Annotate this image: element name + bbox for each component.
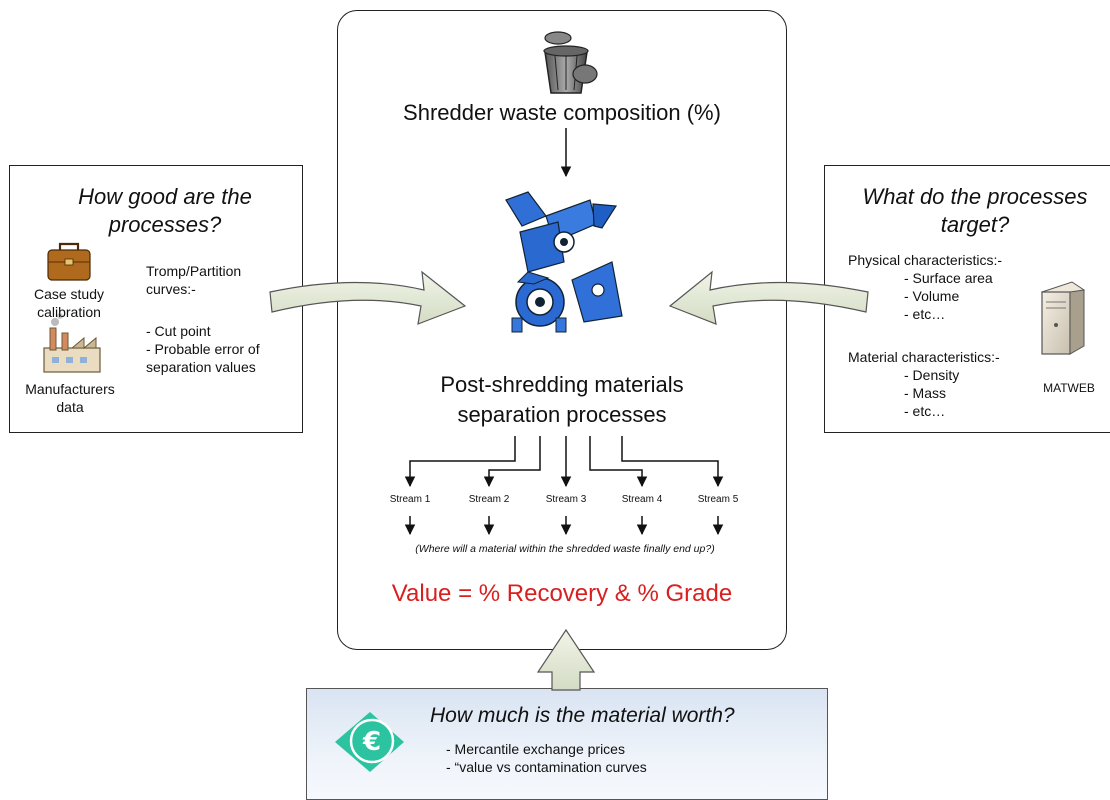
factory-icon bbox=[43, 313, 101, 373]
shredder-machine-icon bbox=[505, 191, 623, 333]
stream-label-5: Stream 5 bbox=[697, 494, 739, 505]
bullet-probable-error: - Probable error of bbox=[146, 341, 260, 357]
tromp-bullets: - Cut point - Probable error of separati… bbox=[146, 322, 296, 376]
material-characteristics: Material characteristics:- - Density - M… bbox=[848, 348, 1048, 420]
right-title-line1: What do the processes bbox=[862, 184, 1088, 209]
composition-title: Shredder waste composition (%) bbox=[403, 100, 721, 125]
stream-label-2: Stream 2 bbox=[468, 494, 510, 505]
server-label: MATWEB bbox=[1043, 381, 1095, 395]
right-title-line2: target? bbox=[940, 212, 1010, 237]
tromp-curves-label: Tromp/Partition curves:- bbox=[146, 262, 296, 298]
manufacturers-label-line1: Manufacturers bbox=[25, 381, 115, 397]
value-formula: Value = % Recovery & % Grade bbox=[391, 580, 733, 607]
stream-connectors bbox=[404, 436, 724, 536]
stream-label-4: Stream 4 bbox=[621, 494, 663, 505]
manufacturers-label-line2: data bbox=[56, 399, 84, 415]
trash-can-icon bbox=[543, 31, 598, 94]
server-icon bbox=[1040, 281, 1086, 355]
case-study-label-line2: calibration bbox=[37, 304, 101, 320]
physical-heading: Physical characteristics:- bbox=[848, 252, 1003, 268]
manufacturers-label: Manufacturers data bbox=[18, 380, 122, 416]
tromp-curves-line2: curves:- bbox=[146, 281, 196, 297]
right-curved-arrow bbox=[668, 270, 869, 325]
stream-label-3: Stream 3 bbox=[545, 494, 587, 505]
material-item-etc: - etc… bbox=[904, 403, 946, 419]
physical-item-volume: - Volume bbox=[904, 288, 960, 304]
euro-icon: € bbox=[335, 712, 404, 772]
bottom-items: - Mercantile exchange prices - “value vs… bbox=[446, 740, 816, 776]
right-panel-title: What do the processes target? bbox=[840, 183, 1110, 239]
physical-item-etc: - etc… bbox=[904, 306, 946, 322]
briefcase-icon bbox=[47, 242, 91, 281]
material-item-mass: - Mass bbox=[904, 385, 946, 401]
bullet-cut-point: - Cut point bbox=[146, 323, 211, 339]
left-curved-arrow bbox=[269, 270, 467, 325]
bottom-item-prices: - Mercantile exchange prices bbox=[446, 741, 625, 757]
case-study-label: Case study calibration bbox=[24, 285, 114, 321]
process-title-line1: Post-shredding materials bbox=[440, 372, 684, 397]
destination-question: (Where will a material within the shredd… bbox=[415, 543, 715, 555]
case-study-label-line1: Case study bbox=[33, 286, 105, 302]
bullet-separation-values: separation values bbox=[146, 359, 256, 375]
material-heading: Material characteristics:- bbox=[848, 349, 1000, 365]
left-title-line1: How good are the bbox=[78, 184, 252, 209]
tromp-curves-line1: Tromp/Partition bbox=[146, 263, 242, 279]
material-item-density: - Density bbox=[904, 367, 960, 383]
process-title-line2: separation processes bbox=[457, 402, 667, 427]
left-panel bbox=[9, 165, 303, 433]
euro-symbol: € bbox=[362, 727, 381, 757]
left-panel-title: How good are the processes? bbox=[40, 183, 290, 239]
stream-label-1: Stream 1 bbox=[389, 494, 431, 505]
physical-item-surface: - Surface area bbox=[904, 270, 993, 286]
process-title: Post-shredding materials separation proc… bbox=[337, 370, 787, 430]
bottom-up-arrow bbox=[536, 628, 596, 691]
left-title-line2: processes? bbox=[108, 212, 222, 237]
physical-characteristics: Physical characteristics:- - Surface are… bbox=[848, 251, 1048, 323]
bottom-panel-title: How much is the material worth? bbox=[430, 704, 735, 727]
bottom-item-curves: - “value vs contamination curves bbox=[446, 759, 647, 775]
